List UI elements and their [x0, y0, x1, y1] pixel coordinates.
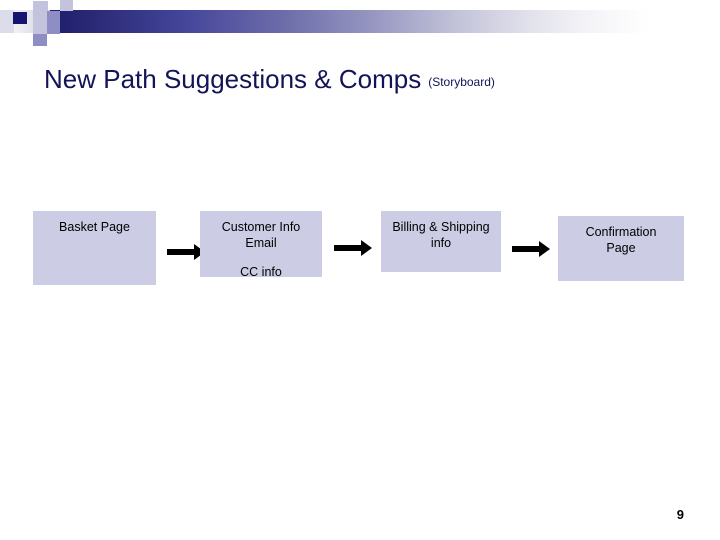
flow-arrow-2 — [334, 240, 372, 256]
header-square-light-top — [33, 1, 48, 11]
flow-box-line-3: CC info — [240, 265, 282, 279]
header-square-dark — [13, 12, 27, 24]
slide-title-subtitle: (Storyboard) — [428, 75, 495, 89]
flow-box-line-2: Email — [245, 236, 277, 250]
flow-box-confirmation-page[interactable]: Confirmation Page — [558, 216, 684, 281]
header-square-mid — [47, 11, 60, 23]
flow-box-line-2: Page — [606, 241, 636, 255]
flow-box-line-1: Customer Info — [221, 220, 301, 234]
header-gradient-bar — [50, 10, 650, 33]
header-square-light-low — [33, 23, 47, 34]
flow-box-line-2: info — [430, 236, 452, 250]
header-square-mid-low — [47, 23, 60, 34]
arrow-shaft — [167, 249, 194, 255]
flow-box-line-1: Basket Page — [59, 220, 130, 234]
flow-box-basket-page[interactable]: Basket Page — [33, 211, 156, 285]
header-square-light-top2 — [60, 0, 73, 11]
header-square-mid-bottom — [33, 34, 47, 46]
arrow-shaft — [512, 246, 539, 252]
header-decoration — [0, 0, 720, 46]
flow-box-billing-shipping[interactable]: Billing & Shipping info — [381, 211, 501, 272]
flow-arrow-3 — [512, 241, 550, 257]
flow-box-customer-info[interactable]: Customer Info Email CC info — [200, 211, 322, 279]
flow-arrow-1 — [167, 244, 205, 260]
arrow-head — [361, 240, 372, 256]
arrow-head — [194, 244, 205, 260]
header-square-pale-left — [0, 10, 14, 33]
flow-box-line-1: Billing & Shipping — [392, 220, 490, 234]
flow-box-spacer — [200, 251, 322, 264]
flow-box-line-1: Confirmation — [585, 225, 657, 239]
arrow-shaft — [334, 245, 361, 251]
page-number: 9 — [676, 507, 684, 522]
arrow-head — [539, 241, 550, 257]
header-square-light-mid — [33, 11, 47, 23]
slide-title: New Path Suggestions & Comps (Storyboard) — [44, 64, 684, 104]
slide-title-main: New Path Suggestions & Comps — [44, 64, 422, 94]
